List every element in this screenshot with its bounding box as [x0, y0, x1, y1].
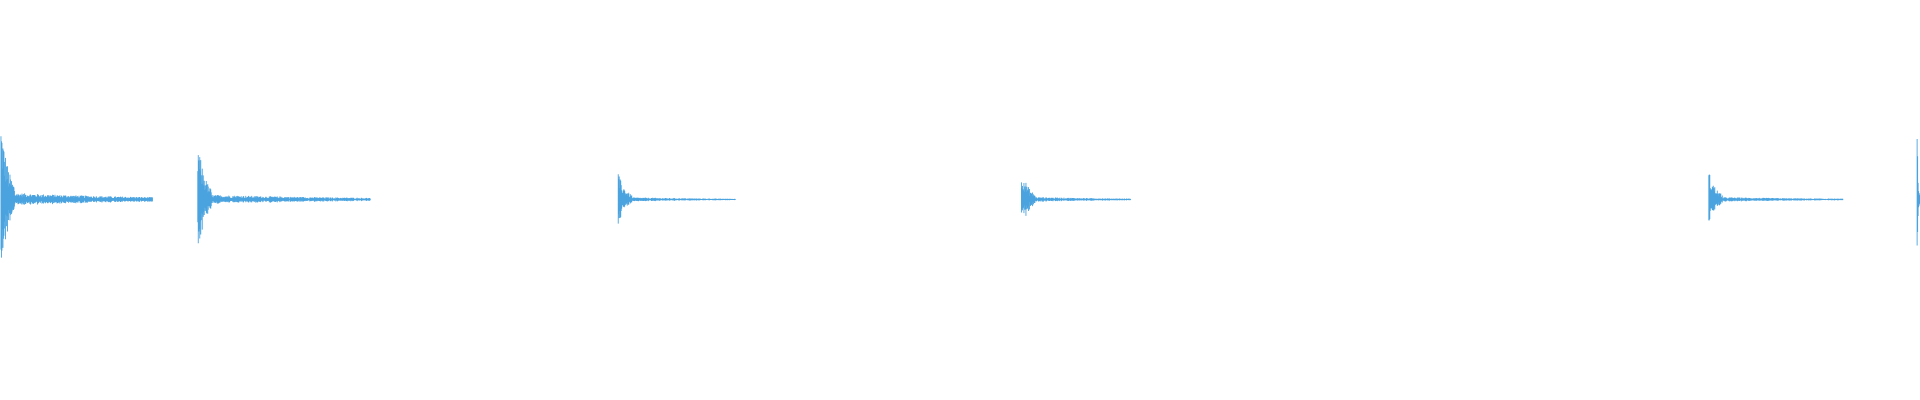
waveform-burst-3 — [617, 174, 736, 224]
waveform-burst-5 — [1708, 174, 1844, 221]
waveform-burst-4 — [1020, 182, 1131, 216]
waveform-burst-1 — [0, 136, 153, 258]
waveform-bursts — [0, 136, 1920, 258]
waveform-burst-2 — [197, 155, 371, 244]
waveform-burst-body — [617, 174, 736, 224]
waveform-burst-body — [0, 136, 153, 258]
waveform-burst-body — [1708, 174, 1844, 221]
